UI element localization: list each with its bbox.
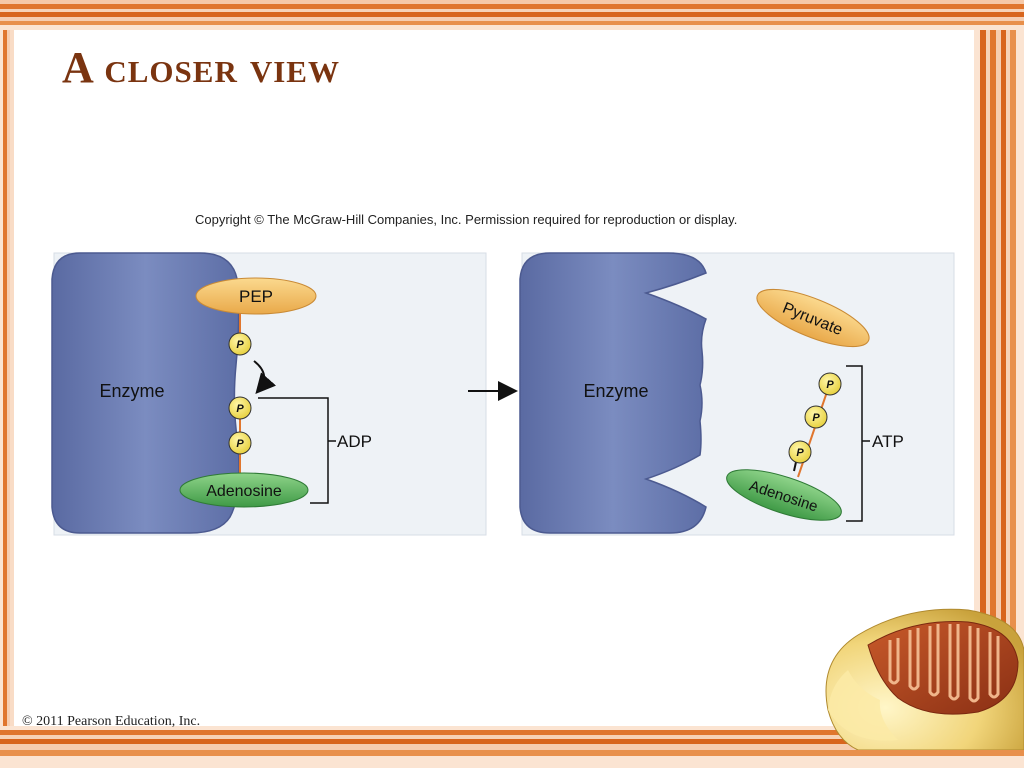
right-panel: Enzyme Pyruvate P P P Adenosine ATP: [519, 252, 955, 536]
frame-left-stripes: [0, 30, 14, 726]
right-phosphate-3-label: P: [796, 447, 804, 459]
reaction-diagram: Enzyme PEP P P P Adenosine ADP Enzyme Py…: [51, 252, 955, 536]
atp-label: ATP: [872, 432, 904, 451]
right-phosphate-1-label: P: [826, 379, 834, 391]
right-phosphate-3: [788, 440, 812, 464]
adp-bracket: [258, 397, 329, 504]
right-phosphate-1: [818, 372, 842, 396]
left-phosphate-2-label: P: [236, 403, 244, 415]
right-phosphate-2: [804, 405, 828, 429]
left-phosphate-2: [228, 396, 252, 420]
transfer-arrow: [253, 360, 277, 395]
slide-title: A closer view: [62, 43, 340, 92]
adp-label: ADP: [337, 432, 372, 451]
right-enzyme-shape: [519, 252, 707, 534]
frame-right-stripes: [974, 30, 1024, 726]
right-enzyme-label: Enzyme: [583, 381, 648, 401]
pep-label: PEP: [239, 287, 273, 306]
mitochondrion-illustration: [825, 608, 1024, 750]
left-phosphate-3-label: P: [236, 438, 244, 450]
frame-top-stripes: [0, 0, 1024, 30]
left-phosphate-1-label: P: [236, 339, 244, 351]
left-phosphate-1: [228, 332, 252, 356]
left-panel: Enzyme PEP P P P Adenosine ADP: [51, 252, 487, 536]
left-enzyme-label: Enzyme: [99, 381, 164, 401]
footer-copyright: © 2011 Pearson Education, Inc.: [22, 714, 201, 729]
right-phosphate-2-label: P: [812, 412, 820, 424]
copyright-notice: Copyright © The McGraw-Hill Companies, I…: [195, 212, 738, 227]
left-adenosine-label: Adenosine: [206, 483, 282, 500]
pep-molecule: [195, 277, 317, 315]
pyruvate-molecule: [756, 288, 870, 348]
left-adenosine: [179, 472, 309, 508]
left-phosphate-3: [228, 431, 252, 455]
atp-bracket: [846, 365, 863, 522]
right-adenosine: [726, 469, 842, 521]
